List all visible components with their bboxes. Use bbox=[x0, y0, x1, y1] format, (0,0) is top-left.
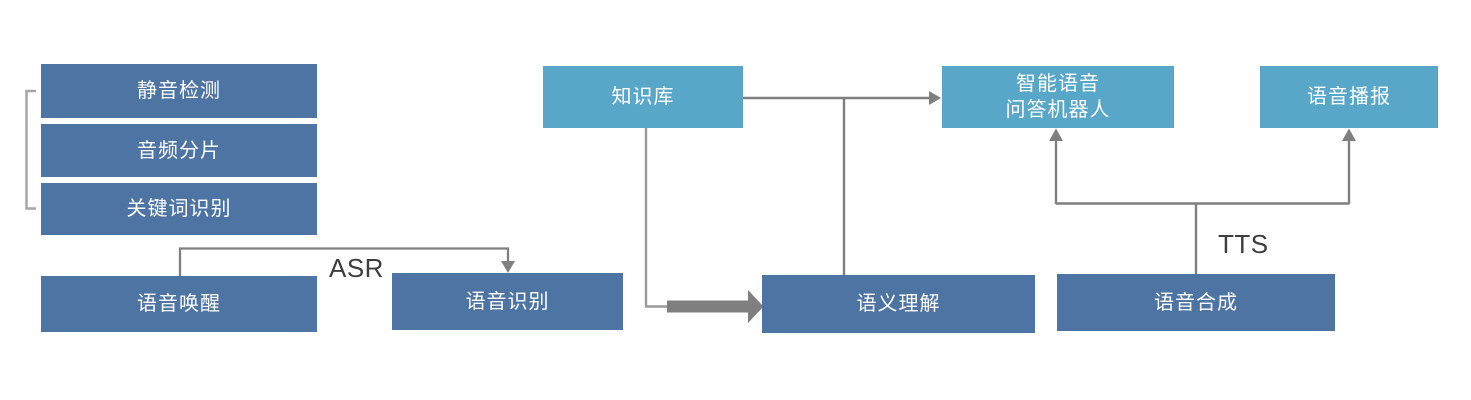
arrowhead-up-robot bbox=[1049, 128, 1063, 141]
node-speech-recognition: 语音识别 bbox=[392, 273, 623, 330]
node-voice-wakeup: 语音唤醒 bbox=[41, 276, 317, 332]
node-voice-broadcast: 语音播报 bbox=[1260, 66, 1438, 128]
arrowhead-right-robot bbox=[929, 91, 941, 105]
node-qa-robot: 智能语音 问答机器人 bbox=[942, 66, 1174, 128]
tts-edge-label: TTS bbox=[1218, 229, 1269, 259]
node-speech-synthesis: 语音合成 bbox=[1057, 274, 1335, 331]
node-audio-segmentation: 音频分片 bbox=[41, 124, 317, 177]
edge-kb-down-elbow bbox=[644, 128, 668, 308]
thick-arrow-to-semantic bbox=[667, 290, 764, 323]
node-semantic-understanding: 语义理解 bbox=[762, 275, 1035, 333]
node-silence-detection: 静音检测 bbox=[41, 64, 317, 118]
group-bracket bbox=[25, 89, 36, 210]
node-label: 关键词识别 bbox=[126, 198, 232, 220]
node-label: 静音检测 bbox=[137, 80, 221, 102]
node-knowledge-base: 知识库 bbox=[543, 66, 743, 128]
node-label: 音频分片 bbox=[137, 139, 221, 162]
node-label: 语音播报 bbox=[1307, 86, 1391, 108]
node-keyword-recognition: 关键词识别 bbox=[41, 183, 317, 235]
arrowhead-up-broadcast bbox=[1342, 128, 1356, 141]
node-label: 语音合成 bbox=[1154, 291, 1238, 314]
node-label: 语义理解 bbox=[856, 293, 941, 315]
node-label: 智能语音 问答机器人 bbox=[1005, 73, 1111, 121]
edge-tts-tree bbox=[1054, 140, 1351, 274]
node-label: 知识库 bbox=[611, 86, 675, 108]
node-label: 语音唤醒 bbox=[137, 293, 221, 315]
arrowhead-down-recognition bbox=[501, 261, 515, 273]
asr-edge-label: ASR bbox=[329, 253, 384, 283]
node-label: 语音识别 bbox=[465, 290, 550, 313]
